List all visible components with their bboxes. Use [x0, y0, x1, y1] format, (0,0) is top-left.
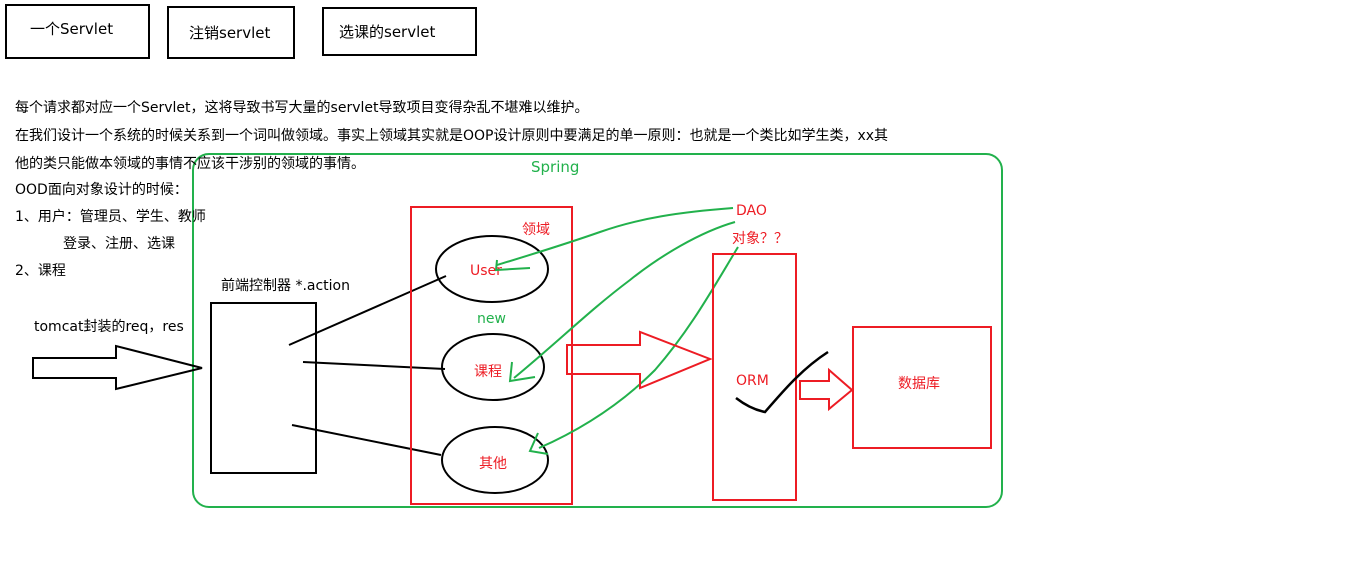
note-line-5: 1、用户：管理员、学生、教师 — [15, 209, 206, 225]
dao-curve-other — [538, 246, 739, 449]
servlet-box-label: 一个Servlet — [30, 20, 113, 38]
dao-curve-course-hook — [508, 361, 536, 383]
servlet-box — [5, 4, 150, 59]
course-select-servlet-box — [322, 7, 477, 56]
dao-label: DAO — [736, 203, 767, 219]
note-line-7: 2、课程 — [15, 263, 66, 279]
course-ellipse — [441, 333, 545, 401]
orm-to-database-arrow — [799, 367, 854, 412]
spring-container — [192, 153, 1003, 508]
domain-to-orm-arrow — [566, 330, 713, 390]
course-select-servlet-label: 选课的servlet — [339, 23, 435, 41]
front-controller-box — [210, 302, 317, 474]
logout-servlet-box — [167, 6, 295, 59]
connector-course — [302, 361, 446, 370]
dao-curve-other-hook — [528, 432, 549, 455]
connector-other — [291, 424, 442, 456]
tomcat-request-arrow — [32, 344, 203, 391]
note-line-3: 他的类只能做本领域的事情不应该干涉别的领域的事情。 — [15, 156, 365, 172]
course-label: 课程 — [474, 364, 502, 380]
other-label: 其他 — [479, 456, 507, 472]
tomcat-label: tomcat封装的req，res — [34, 319, 184, 335]
front-controller-label: 前端控制器 *.action — [221, 277, 350, 294]
new-label: new — [477, 311, 506, 327]
domain-box — [410, 206, 573, 505]
other-ellipse — [441, 426, 549, 494]
note-line-2: 在我们设计一个系统的时候关系到一个词叫做领域。事实上领域其实就是OOP设计原则中… — [15, 128, 889, 144]
orm-label: ORM — [736, 373, 769, 389]
spring-label: Spring — [531, 158, 579, 176]
object-label: 对象？？ — [732, 231, 788, 247]
note-line-1: 每个请求都对应一个Servlet，这将导致书写大量的servlet导致项目变得杂… — [15, 100, 589, 116]
logout-servlet-label: 注销servlet — [189, 24, 270, 42]
checkmark — [735, 350, 829, 414]
dao-curve-user — [496, 207, 734, 266]
database-label: 数据库 — [898, 376, 940, 392]
connector-user — [288, 275, 447, 346]
note-line-6: 登录、注册、选课 — [63, 236, 175, 252]
user-ellipse — [435, 235, 549, 303]
dao-curve-course — [513, 221, 736, 379]
dao-curve-user-hook — [494, 259, 531, 272]
note-line-4: OOD面向对象设计的时候： — [15, 182, 188, 198]
domain-label: 领域 — [522, 222, 550, 238]
database-box — [852, 326, 992, 449]
user-label: User — [470, 263, 502, 279]
